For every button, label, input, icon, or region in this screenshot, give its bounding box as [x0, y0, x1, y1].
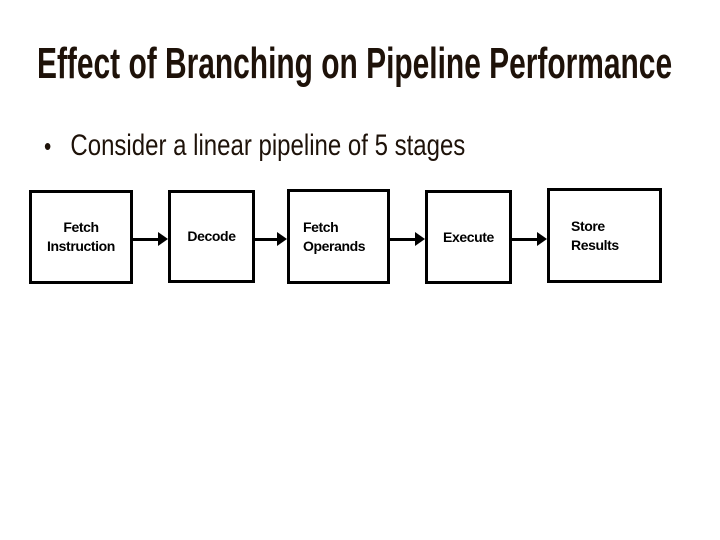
stage-box-fetch-operands: Fetch Operands	[287, 189, 390, 284]
slide-title: Effect of Branching on Pipeline Performa…	[37, 39, 673, 88]
flow-arrow-icon	[133, 231, 168, 248]
arrow-shaft	[255, 238, 278, 241]
stage-box-fetch-instruction: Fetch Instruction	[29, 190, 133, 284]
stage-label-line: Results	[571, 236, 619, 253]
bullet-text: Consider a linear pipeline of 5 stages	[70, 129, 466, 162]
arrow-shaft	[390, 238, 416, 241]
stage-box-execute: Execute	[425, 190, 512, 284]
bullet-icon: •	[44, 131, 52, 161]
arrow-head	[537, 232, 547, 246]
stage-box-store-results: Store Results	[547, 188, 662, 283]
stage-label-line: Store	[571, 217, 605, 234]
stage-label: Fetch Instruction	[47, 218, 115, 256]
bullet-item: • Consider a linear pipeline of 5 stages	[44, 128, 684, 164]
stage-label: Decode	[187, 227, 236, 246]
stage-label-line: Fetch	[63, 219, 99, 235]
arrow-head	[158, 232, 168, 246]
flow-arrow-icon	[512, 231, 547, 248]
arrow-shaft	[512, 238, 538, 241]
stage-label: Fetch Operands	[303, 218, 366, 256]
stage-label: Execute	[443, 228, 494, 247]
stage-label-line: Execute	[443, 228, 494, 245]
stage-label-line: Decode	[187, 228, 236, 244]
arrow-head	[277, 232, 287, 246]
stage-label-line: Fetch	[303, 218, 339, 235]
stage-label-line: Operands	[303, 237, 366, 254]
stage-label-line: Instruction	[47, 238, 115, 254]
arrow-shaft	[133, 238, 159, 241]
stage-box-decode: Decode	[168, 190, 255, 283]
flow-arrow-icon	[255, 231, 287, 248]
arrow-head	[415, 232, 425, 246]
flow-arrow-icon	[390, 231, 425, 248]
stage-label: Store Results	[571, 217, 619, 255]
